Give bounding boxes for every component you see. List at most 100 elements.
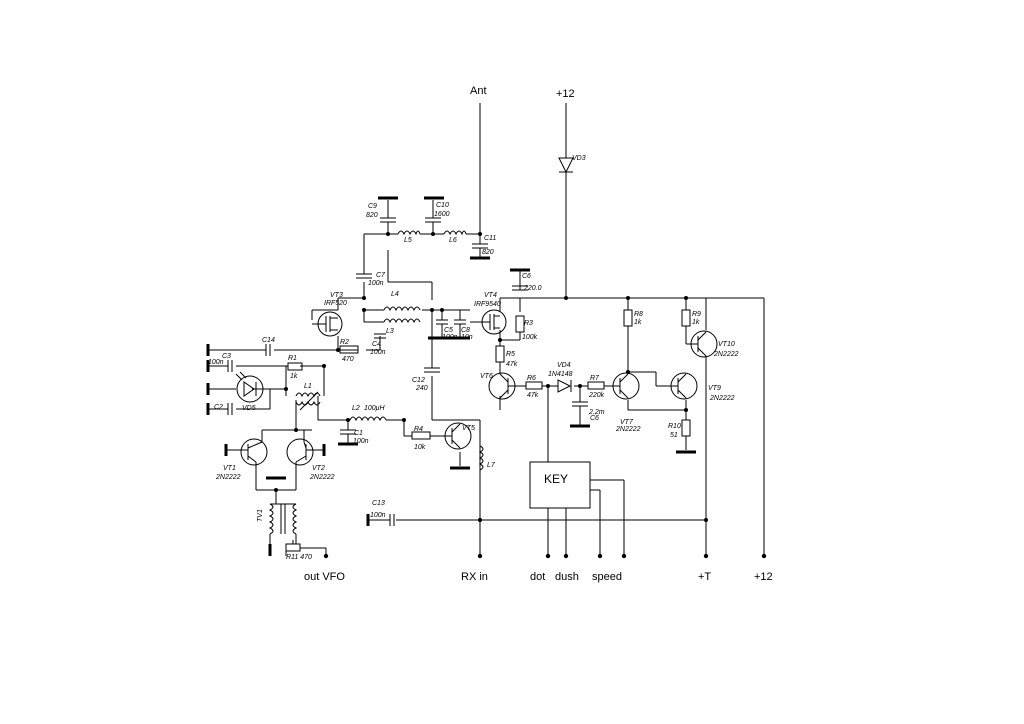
resistor-r9 (681, 309, 691, 327)
label-l3: L3 (386, 328, 394, 335)
label-c9-val: 820 (366, 212, 378, 219)
inductor-l3 (383, 318, 421, 324)
diode-vd5 (235, 371, 264, 403)
label-vd5: VD5 (242, 405, 256, 412)
label-vt4: VT4 (484, 292, 497, 299)
diode-vd4 (557, 379, 572, 393)
label-c11: C11 (484, 235, 496, 242)
label-r3: R3 (524, 320, 533, 327)
resistor-r6 (525, 381, 543, 390)
inductor-l7 (478, 445, 484, 471)
label-r8-val: 1k (634, 319, 642, 326)
label-c8: C8 (461, 327, 470, 334)
terminal-ant: Ant (470, 85, 487, 97)
label-tv1: TV1 (257, 509, 264, 522)
label-r9: R9 (692, 311, 701, 318)
inductor-l4 (383, 306, 421, 312)
label-c9: C9 (368, 203, 377, 210)
label-vt5: VT5 (462, 425, 475, 432)
label-vt10: VT10 (718, 341, 735, 348)
label-r4: R4 (414, 426, 423, 433)
terminal-labels: Ant +12 out VFO RX in dot dush speed +T … (304, 85, 773, 583)
resistor-r8 (623, 309, 633, 327)
label-c1: C1 (354, 430, 363, 437)
label-c3: C3 (222, 353, 231, 360)
capacitor-c5 (436, 319, 448, 338)
label-c10: C10 (436, 202, 449, 209)
label-c4: C4 (372, 341, 381, 348)
resistor-r10 (681, 419, 691, 437)
label-l4: L4 (391, 291, 399, 298)
label-r9-val: 1k (692, 319, 700, 326)
label-c6-val: 220.0 (523, 285, 542, 292)
label-r5-val: 47k (506, 361, 518, 368)
capacitor-c1 (340, 429, 356, 444)
label-r6: R6 (527, 375, 536, 382)
inductor-l5 (397, 230, 421, 236)
label-r2: R2 (340, 339, 349, 346)
label-c5-val: 100n (442, 334, 458, 341)
terminal-dush: dush (555, 571, 579, 583)
label-r11: R11 470 (286, 554, 312, 561)
label-c13-val: 100n (370, 512, 386, 519)
label-vt3: VT3 (330, 292, 343, 299)
label-c8-val: 10n (461, 334, 473, 341)
mosfet-vt4 (470, 309, 507, 335)
label-vt9-type: 2N2222 (709, 395, 735, 402)
label-c4-val: 100n (370, 349, 386, 356)
label-r10-val: 51 (670, 432, 678, 439)
resistor-r4 (411, 431, 431, 440)
label-r2-val: 470 (342, 356, 354, 363)
inductor-l1 (295, 391, 321, 411)
label-c6b-val: 2.2m (588, 409, 605, 416)
resistor-r1 (287, 362, 303, 371)
capacitor-c13 (389, 514, 395, 526)
capacitor-c14 (265, 344, 271, 356)
capacitor-c6 (512, 270, 528, 291)
label-r7: R7 (590, 375, 600, 382)
label-c10-val: 1600 (434, 211, 450, 218)
label-r10: R10 (668, 423, 681, 430)
transistor-vt6 (488, 372, 516, 400)
label-c7: C7 (376, 272, 386, 279)
transistor-vt2 (286, 438, 324, 466)
transistor-vt5 (444, 422, 472, 450)
component-labels: VD3 C9 820 C10 1600 L5 L6 C11 820 C6 220… (208, 155, 739, 561)
resistor-r2 (339, 345, 359, 354)
label-vt7-type: 2N2222 (615, 426, 641, 433)
label-r7-val: 220k (588, 392, 605, 399)
terminal-dot: dot (530, 571, 545, 583)
key-label: KEY (544, 472, 568, 486)
label-vd4-type: 1N4148 (548, 371, 573, 378)
label-r3-val: 100k (522, 334, 538, 341)
label-vt2: VT2 (312, 465, 325, 472)
terminal-plus12-bottom: +12 (754, 571, 773, 583)
label-vt1-type: 2N2222 (215, 474, 241, 481)
label-r8: R8 (634, 311, 643, 318)
inductor-l2 (349, 416, 387, 422)
label-l2: L2 (352, 405, 360, 412)
label-vt2-type: 2N2222 (309, 474, 335, 481)
capacitor-c8 (454, 319, 466, 338)
terminal-speed: speed (592, 571, 622, 583)
label-r4-val: 10k (414, 444, 426, 451)
label-l6: L6 (449, 237, 457, 244)
capacitor-c10 (425, 200, 441, 223)
junction-dots (274, 232, 767, 559)
terminal-plus12-top: +12 (556, 88, 575, 100)
capacitor-c6-2 (572, 401, 588, 426)
terminal-plus-t: +T (698, 571, 711, 583)
capacitor-c7 (356, 273, 372, 279)
label-c12-val: 240 (415, 385, 428, 392)
potentiometer-r11 (285, 540, 301, 552)
label-c13: C13 (372, 500, 385, 507)
capacitor-c12 (424, 367, 440, 373)
diode-vd3 (558, 157, 574, 174)
resistor-r3 (515, 315, 525, 333)
mosfet-vt3 (312, 311, 343, 337)
capacitor-c11 (472, 243, 488, 258)
wires (208, 103, 765, 556)
label-vt9: VT9 (708, 385, 721, 392)
label-r6-val: 47k (527, 392, 539, 399)
transistor-vt9 (670, 372, 698, 400)
